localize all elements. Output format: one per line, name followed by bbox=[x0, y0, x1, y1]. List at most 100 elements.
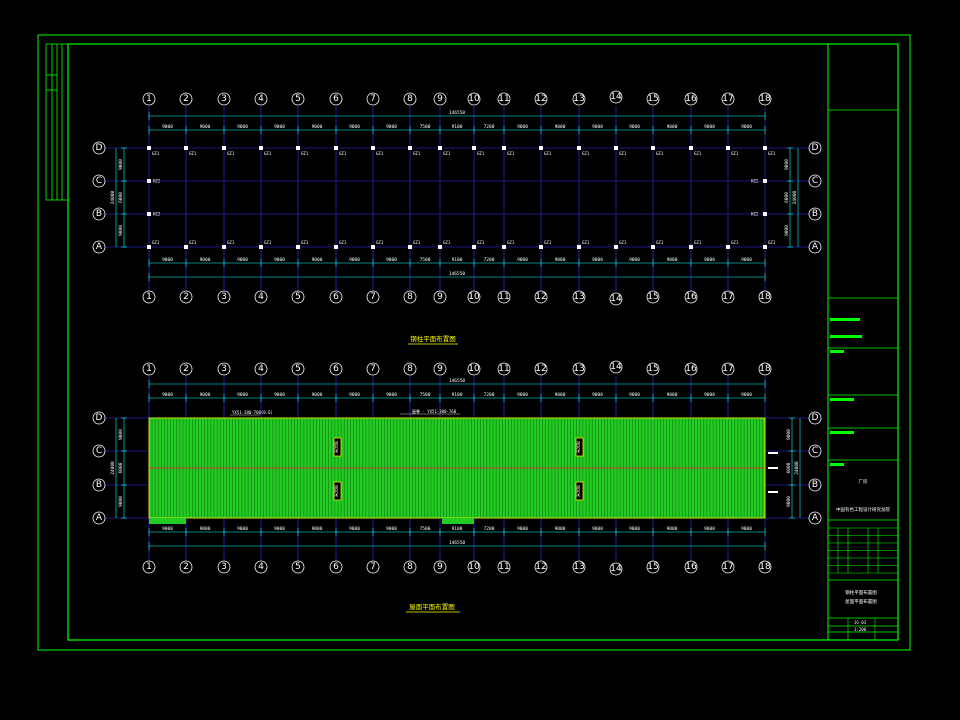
axis-bubble-bottom-circle bbox=[609, 562, 623, 576]
steel-column bbox=[472, 146, 476, 150]
steel-column-plan[interactable]: 1122334455667788991010111112121313141415… bbox=[92, 90, 822, 306]
bay-dimension: 9000 bbox=[517, 257, 528, 263]
axis-bubble-bottom: 14 bbox=[610, 294, 622, 304]
gable-column-tag: HZ2 bbox=[751, 212, 759, 217]
axis-bubble-left: D bbox=[96, 413, 103, 423]
axis-bubble-bottom-circle bbox=[366, 560, 380, 574]
column-tag: GZ1 bbox=[443, 240, 451, 245]
bay-dimension: 9000 bbox=[629, 257, 640, 263]
total-row-dimension: 24000 bbox=[110, 461, 116, 475]
axis-bubble-top-circle bbox=[758, 362, 772, 376]
axis-bubble-right-circle bbox=[808, 141, 822, 155]
gable-column bbox=[147, 212, 151, 216]
axis-bubble-top: 9 bbox=[437, 94, 443, 104]
bay-dimension: 9000 bbox=[704, 526, 715, 532]
bay-dimension: 9000 bbox=[629, 392, 640, 398]
bay-dimension: 9000 bbox=[704, 124, 715, 130]
column-tag: GZ1 bbox=[731, 240, 739, 245]
column-tag: GZ1 bbox=[443, 151, 451, 156]
skylight-panel bbox=[333, 481, 342, 501]
bay-dimension: 9000 bbox=[200, 526, 211, 532]
axis-bubble-left: A bbox=[96, 513, 103, 523]
axis-bubble-bottom: 11 bbox=[498, 562, 509, 572]
axis-bubble-bottom-circle bbox=[497, 560, 511, 574]
skylight-label: 采光板 bbox=[333, 485, 339, 497]
axis-bubble-left-circle bbox=[92, 411, 106, 425]
steel-column bbox=[222, 146, 226, 150]
axis-bubble-left-circle bbox=[92, 141, 106, 155]
axis-bubble-top: 6 bbox=[333, 94, 339, 104]
bay-dimension: 9000 bbox=[274, 392, 285, 398]
axis-bubble-bottom: 8 bbox=[407, 292, 413, 302]
row-dimension: 9000 bbox=[786, 496, 792, 507]
bay-dimension: 9000 bbox=[555, 124, 566, 130]
bay-dimension: 9000 bbox=[592, 392, 603, 398]
axis-bubble-bottom: 2 bbox=[183, 292, 189, 302]
steel-column bbox=[147, 245, 151, 249]
axis-bubble-left-circle bbox=[92, 174, 106, 188]
axis-bubble-top-circle bbox=[433, 362, 447, 376]
bay-dimension: 9000 bbox=[555, 257, 566, 263]
gable-column-tag: HZ2 bbox=[153, 212, 161, 217]
column-tag: GZ1 bbox=[376, 240, 384, 245]
axis-bubble-top-circle bbox=[467, 362, 481, 376]
steel-column bbox=[334, 245, 338, 249]
axis-bubble-top: 15 bbox=[647, 364, 658, 374]
bay-dimension: 9000 bbox=[237, 257, 248, 263]
axis-bubble-top: 9 bbox=[437, 364, 443, 374]
steel-column bbox=[763, 146, 767, 150]
axis-bubble-bottom: 9 bbox=[437, 292, 443, 302]
axis-bubble-top: 1 bbox=[146, 364, 152, 374]
axis-bubble-top-circle bbox=[179, 362, 193, 376]
axis-bubble-right: C bbox=[812, 446, 818, 456]
column-tag: GZ1 bbox=[301, 240, 309, 245]
axis-bubble-right: D bbox=[812, 413, 819, 423]
bay-dimension: 9000 bbox=[274, 124, 285, 130]
axis-bubble-top: 11 bbox=[498, 364, 509, 374]
tb-drawing-name-2: 屋面平面布置图 bbox=[845, 598, 877, 605]
bay-dimension: 7200 bbox=[484, 257, 495, 263]
gutter-segment bbox=[149, 518, 186, 524]
column-tag: GZ1 bbox=[264, 151, 272, 156]
plan-top-title: 钢柱平面布置图 bbox=[410, 334, 456, 343]
axis-bubble-top: 4 bbox=[258, 364, 264, 374]
axis-bubble-right: A bbox=[812, 242, 819, 252]
bay-dimension: 9000 bbox=[741, 526, 752, 532]
bay-dimension: 9000 bbox=[200, 124, 211, 130]
axis-bubble-top: 12 bbox=[535, 94, 546, 104]
row-dimension: 9000 bbox=[784, 225, 790, 236]
steel-column bbox=[334, 146, 338, 150]
bay-dimension: 9000 bbox=[162, 392, 173, 398]
steel-column bbox=[438, 245, 442, 249]
axis-bubble-top-circle bbox=[217, 362, 231, 376]
bay-dimension: 9100 bbox=[452, 526, 463, 532]
axis-bubble-top: 4 bbox=[258, 94, 264, 104]
axis-bubble-bottom: 6 bbox=[333, 562, 339, 572]
bay-dimension: 9000 bbox=[667, 526, 678, 532]
axis-bubble-bottom-circle bbox=[329, 290, 343, 304]
axis-bubble-bottom: 13 bbox=[573, 292, 584, 302]
axis-bubble-right: B bbox=[812, 480, 818, 490]
row-dimension: 9000 bbox=[118, 429, 124, 440]
axis-bubble-top: 17 bbox=[722, 94, 733, 104]
axis-bubble-top-circle bbox=[142, 362, 156, 376]
steel-column bbox=[763, 245, 767, 249]
axis-bubble-left-circle bbox=[92, 240, 106, 254]
steel-column bbox=[539, 146, 543, 150]
axis-bubble-top: 15 bbox=[647, 94, 658, 104]
bay-dimension: 9000 bbox=[629, 124, 640, 130]
axis-bubble-top-circle bbox=[758, 92, 772, 106]
bay-dimension: 9000 bbox=[517, 526, 528, 532]
bay-dimension: 9000 bbox=[386, 124, 397, 130]
row-dimension: 9000 bbox=[118, 496, 124, 507]
side-marker bbox=[768, 491, 778, 493]
axis-bubble-bottom: 10 bbox=[468, 292, 480, 302]
column-tag: GZ1 bbox=[413, 151, 421, 156]
inner-border bbox=[67, 43, 899, 641]
axis-bubble-bottom: 4 bbox=[258, 292, 264, 302]
bay-dimension: 7200 bbox=[484, 124, 495, 130]
axis-bubble-top-circle bbox=[403, 362, 417, 376]
axis-bubble-bottom: 15 bbox=[647, 292, 658, 302]
